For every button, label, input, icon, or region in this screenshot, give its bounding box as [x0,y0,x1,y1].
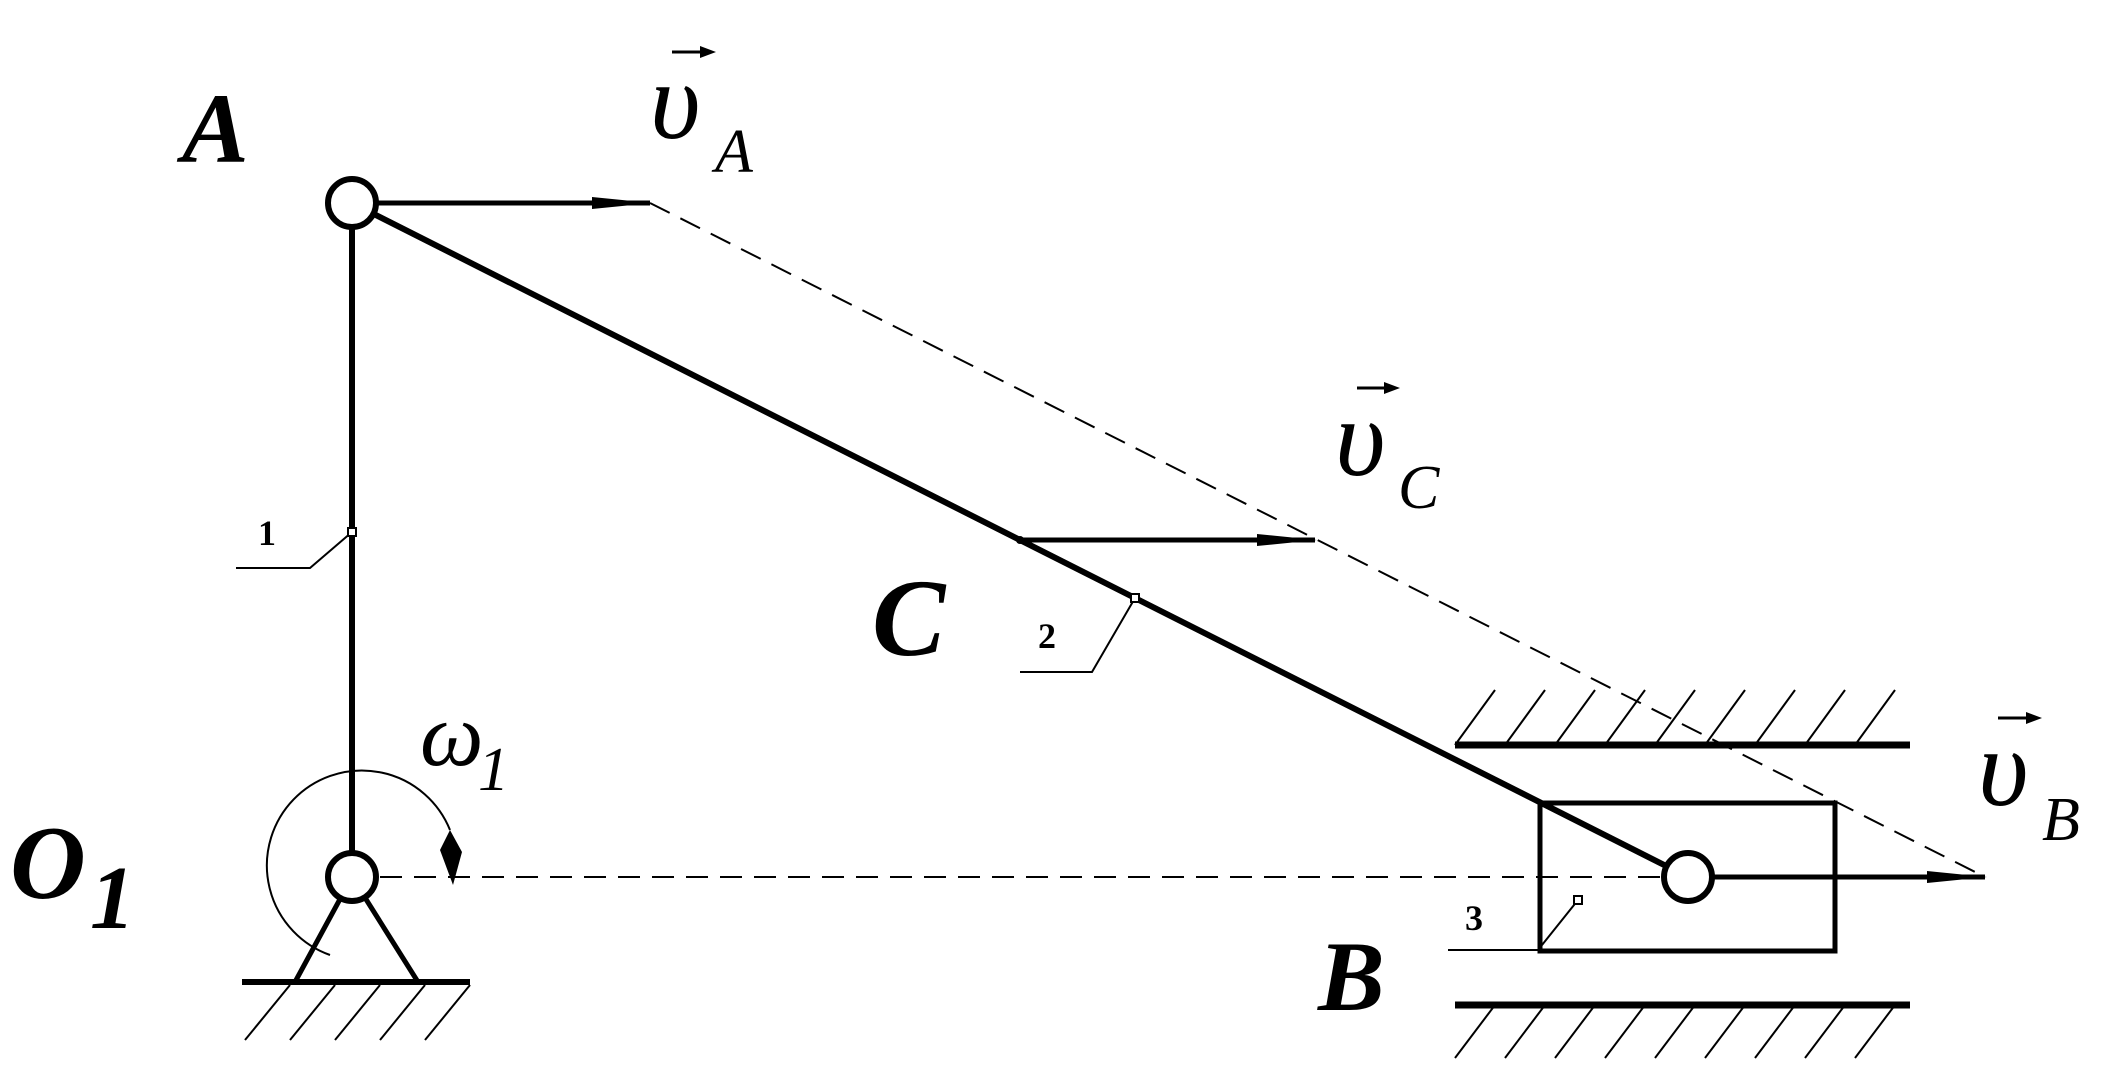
svg-text:1: 1 [478,736,509,804]
svg-text:B: B [2042,786,2080,854]
lower-guide-hatching [1454,1004,1896,1059]
velocity-tips-line [649,202,1986,878]
fixed-support-o1 [242,872,471,1041]
velocity-vectors [352,197,1987,883]
svg-text:υ: υ [1978,707,2029,829]
svg-text:υ: υ [1335,377,1386,499]
leader-link-3 [1448,899,1579,951]
construction-lines [380,202,1986,878]
label-velocity-b: υ B [1978,707,2080,854]
angular-velocity-arc [265,769,462,956]
label-point-b: B [1317,921,1385,1032]
ground-hatching [244,984,471,1041]
label-point-o-subscript: 1 [90,849,135,948]
label-omega: ω 1 [420,686,509,804]
label-point-o: O [10,804,86,921]
svg-text:C: C [1398,454,1440,522]
label-link-2: 2 [1038,616,1056,656]
slider-guides [1454,689,1910,1059]
joint-a [325,176,379,230]
point-c-marker [1016,536,1024,544]
leader-lines [236,527,1583,951]
label-point-c: C [872,557,947,679]
label-link-1: 1 [258,513,276,553]
omega-arrowhead [440,830,462,885]
label-velocity-a: υ A [650,40,754,186]
joint-b [1661,850,1715,904]
svg-text:A: A [711,118,754,186]
label-point-a: A [176,73,249,184]
leader-link-1 [236,531,353,569]
label-velocity-c: υ C [1335,377,1440,522]
svg-text:υ: υ [650,40,701,162]
joint-o1 [325,850,379,904]
svg-text:ω: ω [420,686,484,785]
label-link-3: 3 [1465,898,1483,938]
leader-link-2 [1020,597,1136,673]
upper-guide-hatching [1454,689,1896,746]
